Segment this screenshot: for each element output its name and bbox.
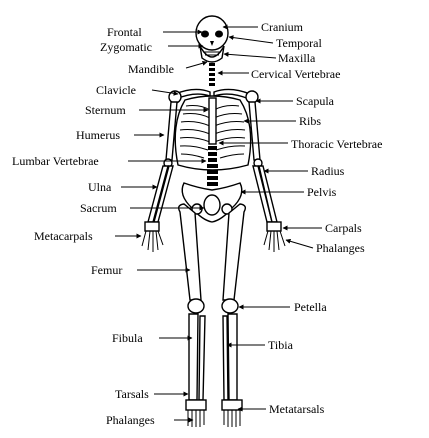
label-sacrum: Sacrum — [80, 201, 117, 215]
label-metacarpals: Metacarpals — [34, 229, 93, 243]
label-carpals: Carpals — [325, 221, 362, 235]
label-clavicle: Clavicle — [96, 83, 136, 97]
rib-cage — [174, 95, 252, 171]
label-cranium: Cranium — [261, 20, 304, 34]
label-sternum: Sternum — [85, 103, 126, 117]
label-humerus: Humerus — [76, 128, 120, 142]
label-lumbar-vertebrae: Lumbar Vertebrae — [12, 154, 99, 168]
label-fibula: Fibula — [112, 331, 143, 345]
skeleton-figure — [141, 15, 286, 427]
label-femur: Femur — [91, 263, 122, 277]
labels: Frontal Cranium Zygomatic Temporal Maxil… — [12, 20, 382, 427]
label-pelvis: Pelvis — [307, 185, 337, 199]
label-metatarsals: Metatarsals — [269, 402, 325, 416]
label-ulna: Ulna — [88, 180, 112, 194]
left-arm — [141, 101, 178, 252]
label-petella: Petella — [294, 300, 327, 314]
legs — [177, 203, 247, 427]
label-mandible: Mandible — [128, 62, 174, 76]
label-scapula: Scapula — [296, 94, 335, 108]
label-radius: Radius — [311, 164, 345, 178]
label-phalanges-hand: Phalanges — [316, 241, 365, 255]
spine — [207, 146, 218, 186]
label-frontal: Frontal — [107, 25, 142, 39]
label-phalanges-foot: Phalanges — [106, 413, 155, 427]
label-maxilla: Maxilla — [278, 51, 316, 65]
label-thoracic-vertebrae: Thoracic Vertebrae — [291, 137, 382, 151]
cervical-vertebrae — [209, 63, 215, 86]
skull — [195, 15, 229, 63]
right-arm — [248, 101, 286, 252]
label-tarsals: Tarsals — [115, 387, 149, 401]
label-zygomatic: Zygomatic — [100, 40, 152, 54]
label-ribs: Ribs — [299, 114, 321, 128]
leader-lines — [115, 24, 322, 423]
label-temporal: Temporal — [276, 36, 322, 50]
label-tibia: Tibia — [268, 338, 294, 352]
label-cervical-vertebrae: Cervical Vertebrae — [251, 67, 340, 81]
